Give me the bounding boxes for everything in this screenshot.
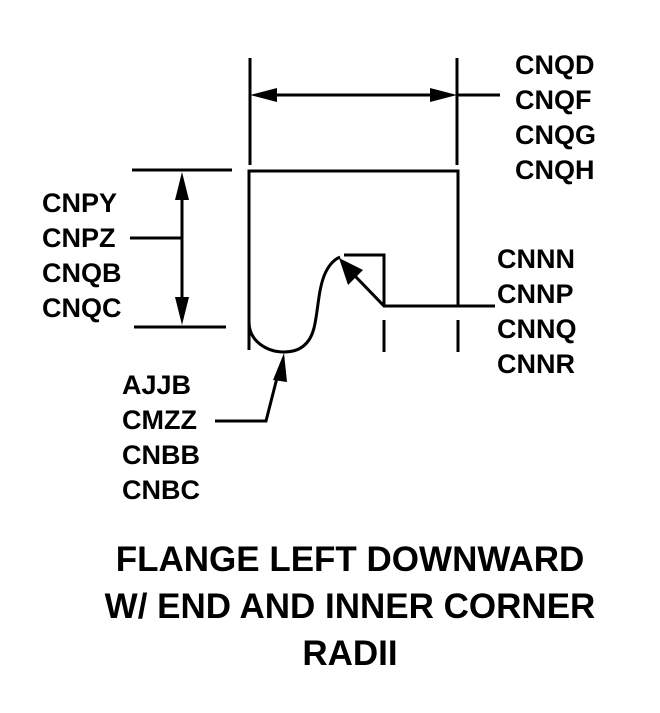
diagram-title-line-1: FLANGE LEFT DOWNWARD [115, 540, 585, 579]
inner-radius-code: CNNP [497, 279, 574, 309]
inner-radius-leader-line [353, 274, 495, 308]
inner-radius-code: CNNR [497, 349, 575, 379]
width-code: CNQF [515, 85, 592, 115]
width-arrowhead-left [250, 88, 277, 102]
flange-end-radius-and-curve [247, 255, 341, 354]
width-code: CNQG [515, 120, 596, 150]
end-radius-arrowhead [273, 353, 287, 382]
width-code: CNQH [515, 155, 595, 185]
height-code: CNPZ [42, 223, 116, 253]
end-radius-code: CNBB [122, 440, 200, 470]
end-radius-codes: AJJB CMZZ CNBB CNBC [122, 368, 200, 508]
inner-radius-code: CNNN [497, 244, 575, 274]
diagram-title-line-2: W/ END AND INNER CORNER [104, 587, 596, 626]
height-codes: CNPY CNPZ CNQB CNQC [42, 186, 122, 326]
height-code: CNQC [42, 293, 122, 323]
end-radius-code: CNBC [122, 475, 200, 505]
end-radius-leader-line [215, 369, 281, 423]
height-arrowhead-bottom [175, 297, 189, 325]
width-codes: CNQD CNQF CNQG CNQH [515, 48, 596, 188]
end-radius-code: AJJB [122, 370, 192, 400]
height-code: CNPY [42, 188, 118, 218]
flange-outline [247, 169, 460, 350]
diagram-title-line-3: RADII [302, 634, 398, 673]
height-code: CNQB [42, 258, 122, 288]
inner-radius-code: CNNQ [497, 314, 577, 344]
flange-inner-corner [344, 253, 386, 305]
height-arrowhead-top [175, 172, 189, 200]
inner-radius-codes: CNNN CNNP CNNQ CNNR [497, 242, 577, 382]
width-code: CNQD [515, 50, 595, 80]
end-radius-code: CMZZ [122, 405, 197, 435]
width-arrowhead-right [430, 88, 457, 102]
inner-radius-arrowhead [339, 258, 363, 285]
